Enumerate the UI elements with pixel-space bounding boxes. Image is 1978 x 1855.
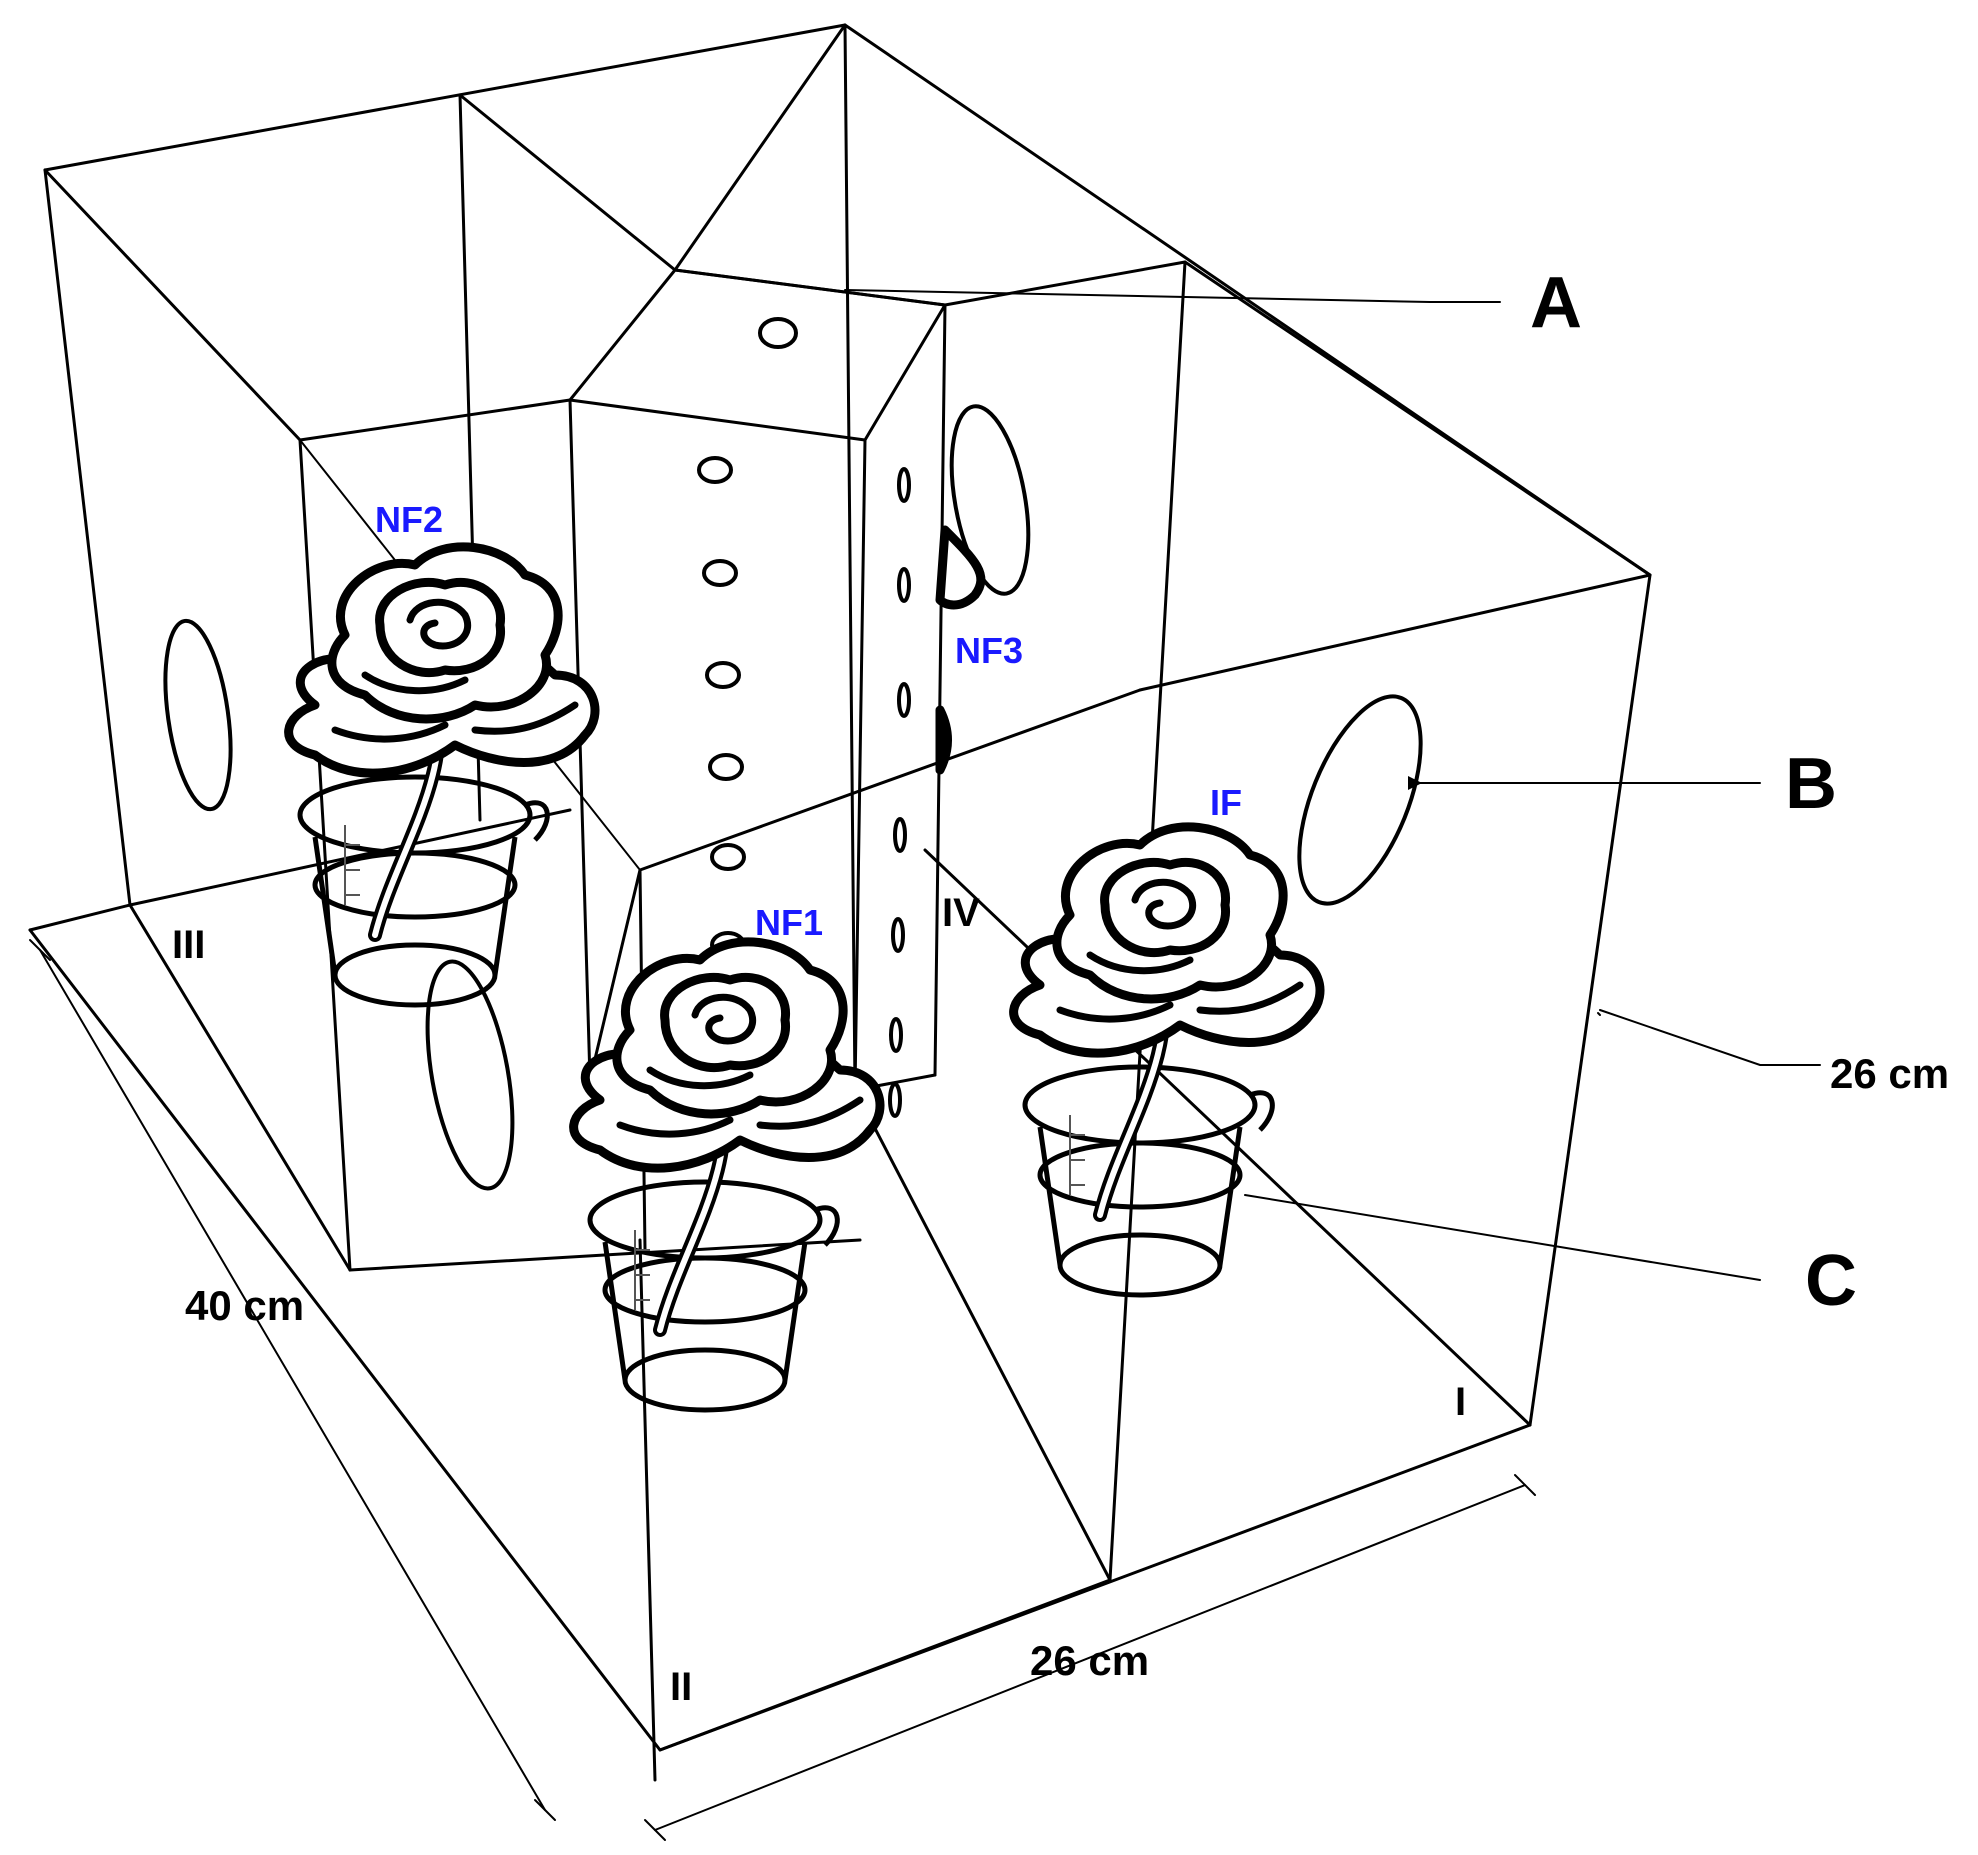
rose-IF	[1014, 827, 1320, 1295]
rose-NF2	[289, 547, 595, 1005]
hole-column-top	[758, 317, 798, 349]
label-A: A	[1530, 263, 1582, 343]
flower-label-NF1: NF1	[755, 902, 823, 943]
quadrant-I: I	[1455, 1380, 1466, 1424]
dimension-depth: 40 cm	[185, 1282, 304, 1329]
rose-NF3-lower	[935, 705, 952, 775]
dimension-height: 26 cm	[1830, 1050, 1949, 1097]
flower-label-IF: IF	[1210, 782, 1242, 823]
hole-front-left	[425, 959, 515, 1191]
leader-lines	[844, 289, 1821, 1281]
hole-B	[1297, 694, 1423, 906]
hole-back-right	[949, 404, 1031, 596]
quadrant-III: III	[172, 923, 205, 967]
dimension-lines	[29, 939, 1601, 1841]
rose-NF1	[574, 942, 880, 1410]
hole-left-wall	[163, 618, 233, 812]
flower-label-NF2: NF2	[375, 499, 443, 540]
quadrant-II: II	[670, 1665, 692, 1709]
dimension-width: 26 cm	[1030, 1637, 1149, 1684]
label-C: C	[1805, 1241, 1857, 1321]
label-B: B	[1785, 744, 1837, 824]
quadrant-IV: IV	[942, 891, 980, 935]
arena-frame	[28, 23, 1652, 1782]
rose-NF3	[935, 525, 986, 610]
flower-label-NF3: NF3	[955, 630, 1023, 671]
